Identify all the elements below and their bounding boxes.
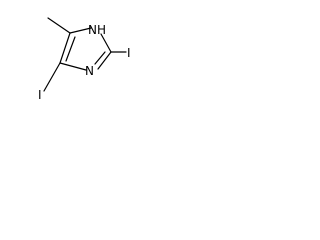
n-c4-bond [59,62,87,71]
c4-iodine-bond [43,62,61,92]
methyl-bond [47,17,71,34]
c4-c5-double-bond-outer [59,32,71,64]
iodine-label-top: I [127,46,131,60]
nh-c2-bond [100,33,112,53]
n-label: N [85,64,94,78]
c2-n-double-bond-inner [94,51,106,65]
c2-n-double-bond-outer [97,51,112,70]
iodine-label-bottom: I [38,88,42,102]
c5-nh-bond [69,27,92,34]
imidazole-structure-diagram: NH N I I [38,17,131,102]
nh-label: NH [88,23,106,37]
c4-c5-double-bond-inner [65,36,76,62]
